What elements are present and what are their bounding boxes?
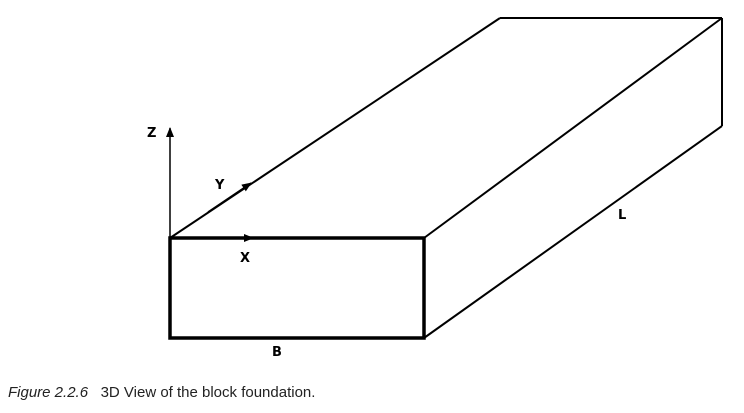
z-axis-label: Z <box>147 126 156 141</box>
y-axis-label: Y <box>214 178 225 193</box>
front-face <box>168 236 426 340</box>
width-label: B <box>272 345 282 360</box>
caption-text: 3D View of the block foundation. <box>100 384 316 401</box>
figure-number: Figure 2.2.6 <box>8 384 89 401</box>
length-label: L <box>618 208 626 223</box>
figure-caption: Figure 2.2.6 3D View of the block founda… <box>8 384 315 401</box>
top-edge-right <box>423 17 723 239</box>
right-edge-bottom <box>423 125 723 339</box>
x-axis-label: X <box>240 251 250 266</box>
caption-spacer <box>92 384 96 401</box>
y-axis-arrow <box>207 182 252 213</box>
